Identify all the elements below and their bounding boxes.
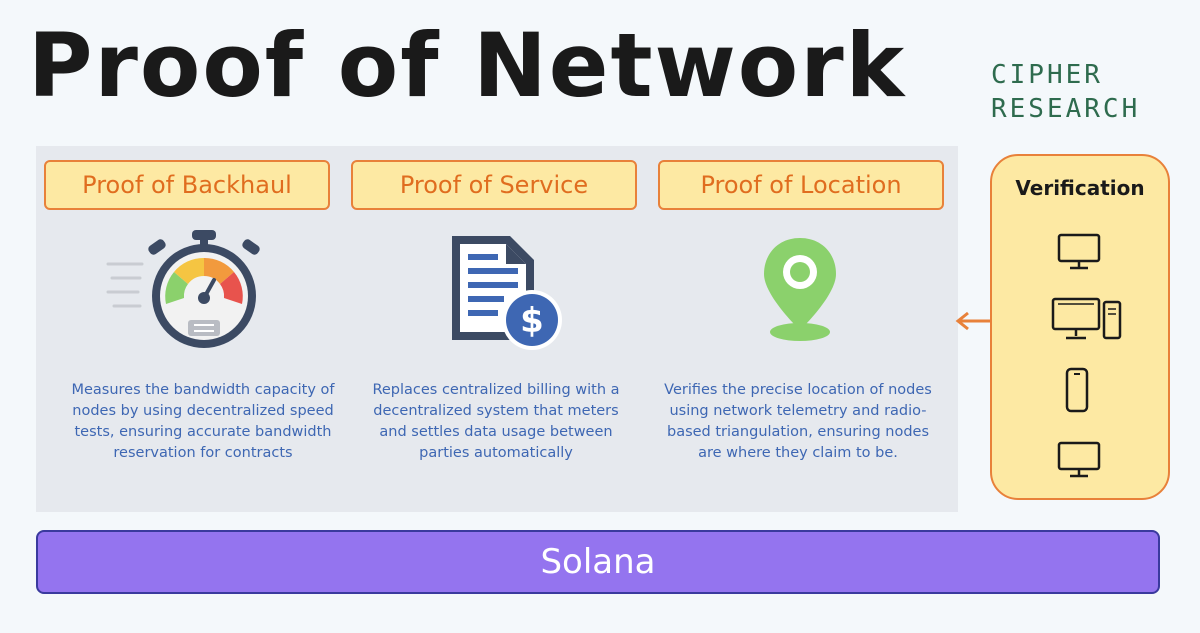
solana-base-layer: Solana	[36, 530, 1160, 594]
verification-title: Verification	[1015, 176, 1145, 200]
proof-of-location-label: Proof of Location	[658, 160, 944, 210]
proof-of-service-description: Replaces centralized billing with a dece…	[372, 382, 620, 461]
brand-line-1: CIPHER	[991, 60, 1103, 90]
page-title: Proof of Network	[28, 14, 907, 117]
stopwatch-speedometer-icon	[106, 230, 260, 348]
proof-of-location-description: Verifies the precise location of nodes u…	[664, 382, 932, 461]
monitor-icon	[1057, 233, 1101, 270]
proof-of-service-label: Proof of Service	[351, 160, 637, 210]
proof-of-backhaul-description: Measures the bandwidth capacity of nodes…	[71, 382, 335, 461]
proof-of-backhaul-label: Proof of Backhaul	[44, 160, 330, 210]
arrow-left-icon	[955, 311, 990, 331]
verification-box: Verification	[990, 154, 1170, 500]
location-pin-icon	[764, 238, 836, 341]
monitor-icon	[1057, 441, 1101, 478]
brand-line-2: RESEARCH	[991, 94, 1141, 124]
smartphone-icon	[1065, 367, 1089, 413]
desktop-computer-icon	[1051, 297, 1122, 340]
brand-logo-text: CIPHER RESEARCH	[991, 58, 1171, 126]
invoice-dollar-icon: $	[452, 236, 562, 350]
svg-text:$: $	[520, 301, 544, 341]
